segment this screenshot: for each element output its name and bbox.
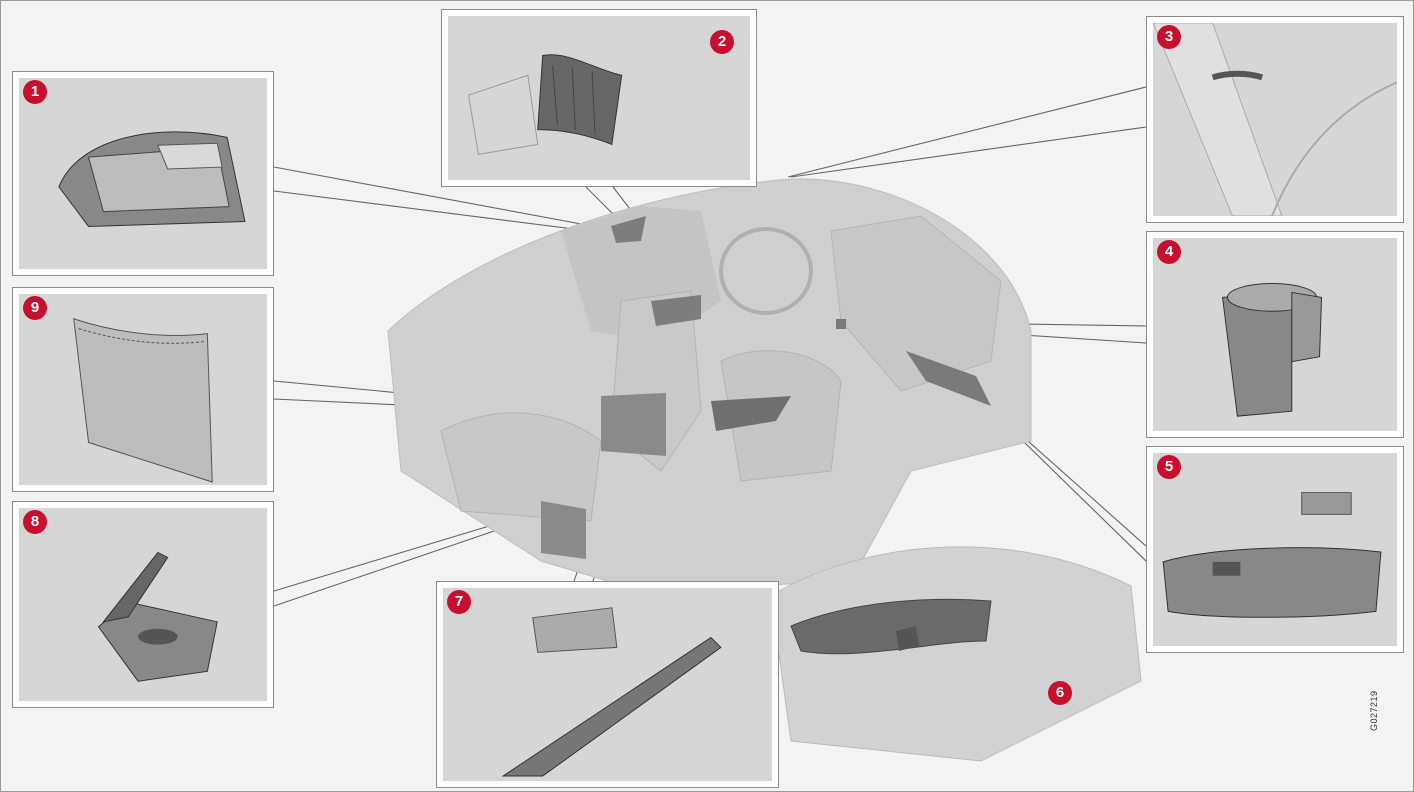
door-storage-compartment-icon (443, 588, 772, 781)
seat-back-pocket-icon (19, 294, 267, 485)
panel-8-illustration (19, 508, 267, 701)
callout-badge-3: 3 (1157, 25, 1181, 49)
rear-cup-holder-icon (19, 508, 267, 701)
panel-9: 9 (12, 287, 274, 492)
callout-badge-4: 4 (1157, 240, 1181, 264)
highlight-door-pocket (541, 501, 586, 559)
panel-7-illustration (443, 588, 772, 781)
sun-visor-compartment-icon (19, 78, 267, 269)
callout-badge-8: 8 (23, 510, 47, 534)
figure-code: G027219 (1369, 690, 1379, 731)
cup-holder-icon (1153, 238, 1397, 431)
callout-badge-7: 7 (447, 590, 471, 614)
panel-5: 5 (1146, 446, 1404, 653)
panel-7: 7 (436, 581, 779, 788)
glove-compartment-icon (1153, 453, 1397, 646)
panel-1: 1 (12, 71, 274, 276)
panel-2-illustration (448, 16, 750, 180)
highlight-seat-pocket (601, 393, 666, 456)
panel-4-illustration (1153, 238, 1397, 431)
panel-9-illustration (19, 294, 267, 485)
panel-2: 2 (441, 9, 757, 187)
highlight-cup-holder (836, 319, 846, 329)
callout-badge-2: 2 (710, 30, 734, 54)
callout-badge-9: 9 (23, 296, 47, 320)
callout-badge-5: 5 (1157, 455, 1181, 479)
panel-4: 4 (1146, 231, 1404, 438)
ticket-clip-icon (1153, 23, 1397, 216)
callout-badge-6: 6 (1048, 681, 1072, 705)
callout-badge-1: 1 (23, 80, 47, 104)
panel-5-illustration (1153, 453, 1397, 646)
panel-8: 8 (12, 501, 274, 708)
storage-pocket-icon (448, 16, 750, 180)
panel-3: 3 (1146, 16, 1404, 223)
panel-1-illustration (19, 78, 267, 269)
panel-3-illustration (1153, 23, 1397, 216)
